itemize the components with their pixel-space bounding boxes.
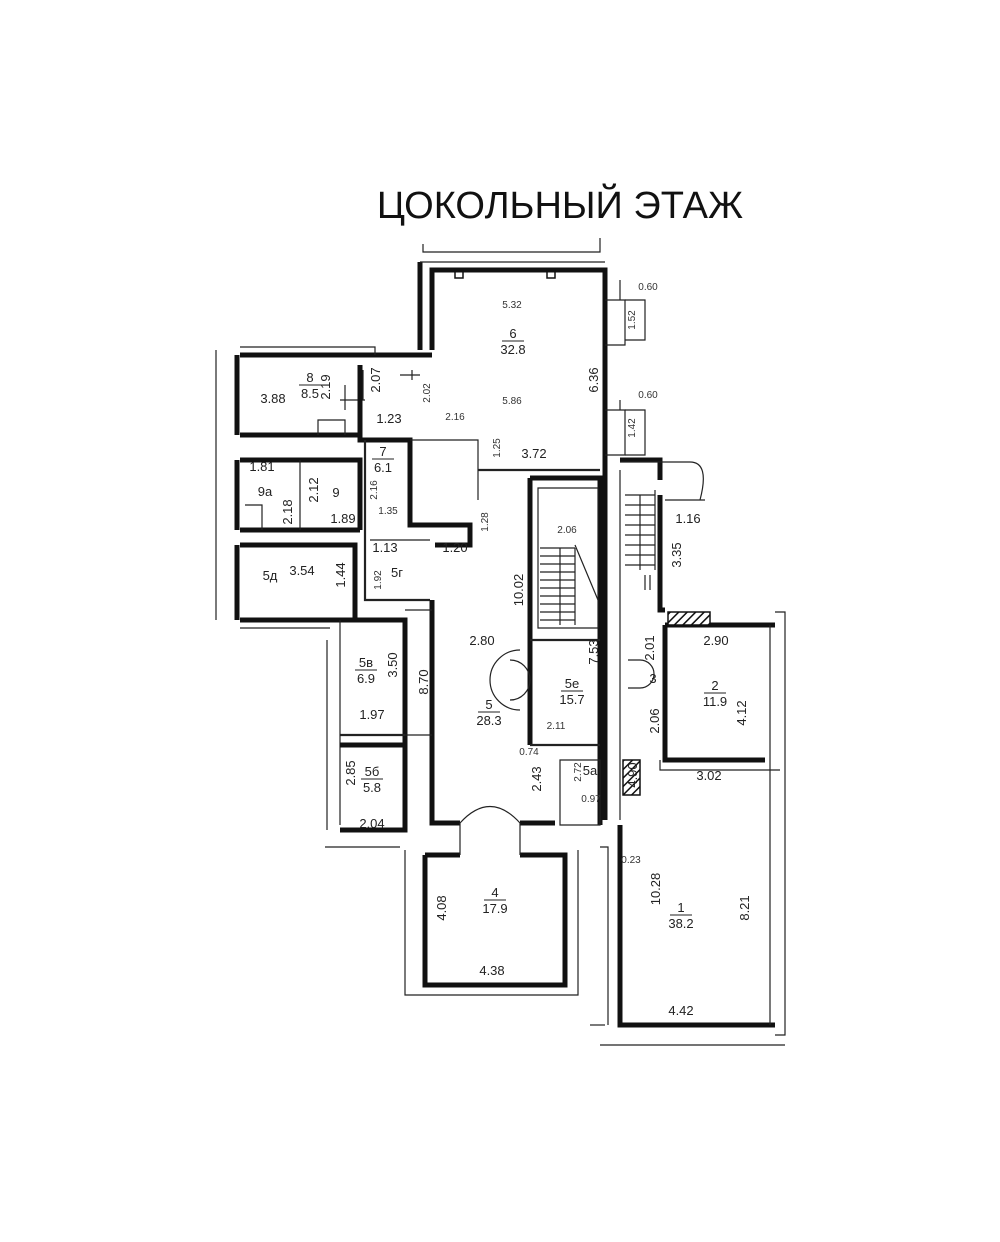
- dimension-label: 2.01: [642, 635, 657, 660]
- dimension-label: 3.54: [289, 563, 314, 578]
- dimension-label: 3.35: [669, 542, 684, 567]
- room-number: 5б: [365, 764, 380, 779]
- dimension-label: 0.97: [581, 794, 601, 805]
- dimension-label: 2.16: [445, 412, 465, 423]
- dimension-label: 4.38: [479, 963, 504, 978]
- dimension-label: 1.16: [675, 511, 700, 526]
- dimension-label: 7.53: [586, 639, 601, 664]
- dimension-label: 3.50: [385, 652, 400, 677]
- dimension-label: 2.16: [369, 480, 380, 500]
- dimension-label: 1.92: [373, 570, 384, 590]
- dimension-label: 1.81: [249, 459, 274, 474]
- plan-title: ЦОКОЛЬНЫЙ ЭТАЖ: [377, 182, 743, 227]
- room-number: 5г: [391, 565, 403, 580]
- room-area: 5.8: [363, 780, 381, 795]
- dimension-label: 2.11: [547, 721, 566, 732]
- dimension-label: 1.35: [378, 506, 398, 517]
- dimension-label: 4.90: [625, 762, 640, 787]
- dimension-label: 2.43: [529, 766, 544, 791]
- dimension-label: 6.36: [586, 367, 601, 392]
- room-number: 5: [485, 697, 492, 712]
- dimension-label: 2.04: [359, 816, 384, 831]
- dimension-label: 0.23: [621, 855, 641, 866]
- dimension-label: 2.85: [343, 760, 358, 785]
- dimension-label: 10.02: [511, 574, 526, 607]
- dimension-label: 3.02: [696, 768, 721, 783]
- dimension-label: 2.90: [703, 633, 728, 648]
- room-area: 15.7: [559, 692, 584, 707]
- dimension-label: 1.44: [333, 562, 348, 587]
- dimension-label: 1.52: [627, 310, 638, 330]
- dimension-label: 2.19: [318, 374, 333, 399]
- room-area: 6.1: [374, 460, 392, 475]
- dimension-label: 1.25: [492, 438, 503, 458]
- dimension-label: 1.42: [627, 418, 638, 438]
- room-area: 6.9: [357, 671, 375, 686]
- dimension-label: 3.72: [521, 446, 546, 461]
- dimension-label: 2.07: [368, 367, 383, 392]
- room-area: 28.3: [476, 713, 501, 728]
- room-number: 2: [711, 678, 718, 693]
- dimension-label: 2.18: [280, 499, 295, 524]
- room-number: 5е: [565, 676, 579, 691]
- dimension-label: 2.80: [469, 633, 494, 648]
- room-number: 7: [379, 444, 386, 459]
- room-area: 17.9: [482, 901, 507, 916]
- room-area: 11.9: [703, 694, 727, 709]
- dimension-label: 10.28: [648, 873, 663, 906]
- room-number: 9а: [258, 484, 273, 499]
- dimension-label: 8.70: [416, 669, 431, 694]
- room-number: 8: [306, 370, 313, 385]
- dimension-label: 2.06: [647, 708, 662, 733]
- dimension-label: 1.89: [330, 511, 355, 526]
- dimension-label: 0.74: [519, 747, 539, 758]
- dimension-label: 5.86: [502, 396, 522, 407]
- dimension-label: 2.12: [306, 477, 321, 502]
- dimension-label: 2.06: [557, 525, 577, 536]
- dimension-label: 2.72: [573, 762, 584, 782]
- dimension-label: 0.60: [638, 282, 658, 293]
- dimension-label: 1.20: [442, 540, 467, 555]
- walls: [215, 238, 786, 1046]
- dimension-label: 1.28: [480, 512, 491, 532]
- room-number: 5д: [263, 568, 278, 583]
- room-number: 5а: [583, 763, 598, 778]
- dimension-labels: 0.601.520.601.425.326.365.863.722.161.25…: [249, 282, 752, 1018]
- room-number: 1: [677, 900, 684, 915]
- dimension-label: 8.21: [737, 895, 752, 920]
- dimension-label: 4.12: [734, 700, 749, 725]
- dimension-label: 3.88: [260, 391, 285, 406]
- room-number: 9: [332, 485, 339, 500]
- room-area: 8.5: [301, 386, 319, 401]
- room-number: 4: [491, 885, 498, 900]
- dimension-label: 5.32: [502, 300, 522, 311]
- dimension-label: 2.02: [422, 383, 433, 403]
- dimension-label: 4.42: [668, 1003, 693, 1018]
- dimension-label: 1.23: [376, 411, 401, 426]
- dimension-label: 4.08: [434, 895, 449, 920]
- dimension-label: 1.97: [359, 707, 384, 722]
- room-area: 38.2: [668, 916, 693, 931]
- room-number: 3: [649, 671, 656, 686]
- room-area: 32.8: [500, 342, 525, 357]
- dimension-label: 0.60: [638, 390, 658, 401]
- room-number: 6: [509, 326, 516, 341]
- room-number: 5в: [359, 655, 373, 670]
- dimension-label: 1.13: [372, 540, 397, 555]
